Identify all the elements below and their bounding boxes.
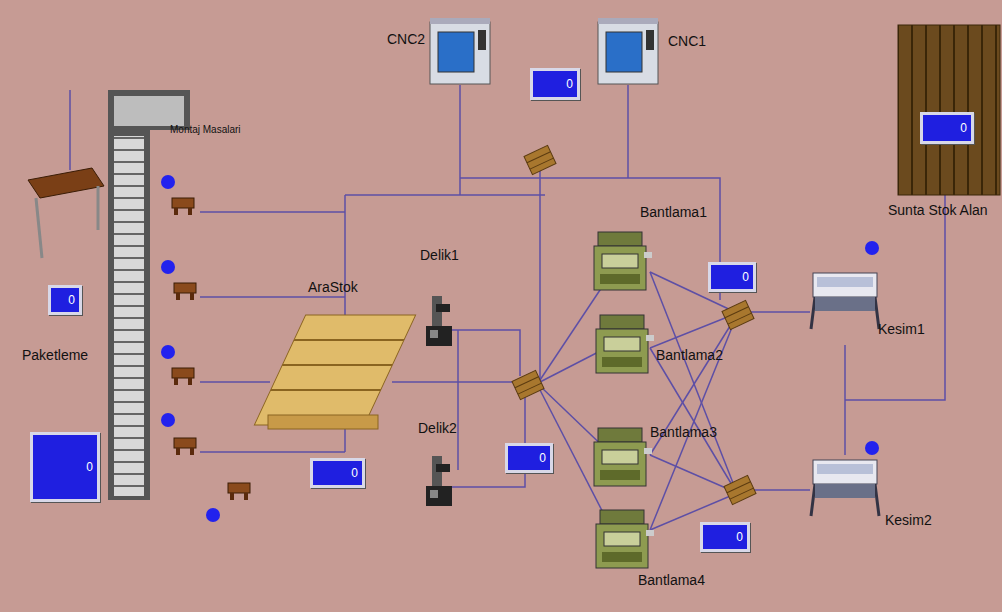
station-label: CNC2 <box>387 32 425 47</box>
station-label: Montaj Masalari <box>170 124 241 135</box>
station-label: CNC1 <box>668 34 706 49</box>
counter-value: 0 <box>68 293 75 307</box>
counter-box: 0 <box>530 68 580 100</box>
counter-value: 0 <box>566 77 573 91</box>
counter-value: 0 <box>539 451 546 465</box>
counter-box: 0 <box>30 432 100 502</box>
counter-value: 0 <box>351 466 358 480</box>
counter-box: 0 <box>505 443 553 473</box>
station-label: AraStok <box>308 280 358 295</box>
counter-box: 0 <box>920 112 974 144</box>
station-label: Bantlama4 <box>638 573 705 588</box>
counter-value: 0 <box>86 460 93 474</box>
counter-box: 0 <box>48 285 82 315</box>
station-label: Kesim2 <box>885 513 932 528</box>
station-label: Bantlama1 <box>640 205 707 220</box>
station-label: Kesim1 <box>878 322 925 337</box>
counter-value: 0 <box>736 530 743 544</box>
counter-box: 0 <box>310 458 365 488</box>
counter-value: 0 <box>742 270 749 284</box>
station-label: Bantlama2 <box>656 348 723 363</box>
counter-box: 0 <box>708 262 756 292</box>
station-label: Sunta Stok Alan <box>888 203 988 218</box>
station-label: Bantlama3 <box>650 425 717 440</box>
station-label: Paketleme <box>22 348 88 363</box>
counter-box: 0 <box>700 522 750 552</box>
station-label: Delik2 <box>418 421 457 436</box>
station-label: Delik1 <box>420 248 459 263</box>
counter-value: 0 <box>960 121 967 135</box>
